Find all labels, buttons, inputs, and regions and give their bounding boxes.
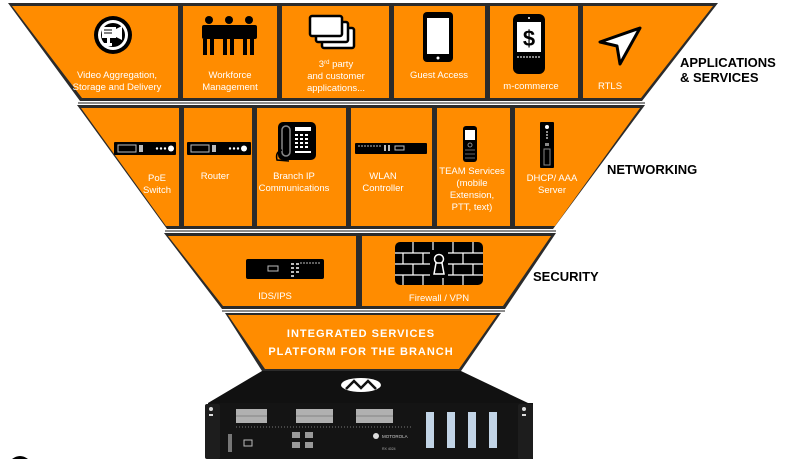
tile-label: Workforce: [208, 70, 251, 81]
platform-label: PLATFORM FOR THE BRANCH: [268, 346, 453, 358]
tile-label: RTLS: [598, 81, 622, 92]
tile-label: PTT, text): [452, 202, 493, 213]
appliance-model-text: RX 4024: [382, 447, 396, 451]
server-tower-icon: [540, 122, 554, 168]
networking-layer-title: NETWORKING: [607, 162, 697, 177]
partial-icon-edge: [12, 456, 28, 459]
tile-label: 3rd party: [319, 59, 354, 70]
motorola-logo-icon: [341, 378, 381, 392]
applications-layer-subtitle: & SERVICES: [680, 70, 759, 85]
tile-label: DHCP/ AAA: [527, 173, 578, 184]
tile-label: Firewall / VPN: [409, 293, 469, 304]
tile-label: Storage and Delivery: [73, 82, 162, 93]
people-group-icon: [202, 16, 257, 55]
switch-device-icon: [114, 142, 176, 155]
tile-label: Extension,: [450, 190, 494, 201]
tile-label: applications...: [307, 83, 365, 94]
ids-appliance-icon: [246, 259, 324, 279]
tablet-icon: [423, 12, 453, 62]
tile-label: Guest Access: [410, 70, 468, 81]
tile-label: and customer: [307, 71, 365, 82]
tile-label: IDS/IPS: [258, 291, 292, 302]
networking-layer: PoE Switch Router Branch IP Communicatio…: [77, 105, 697, 229]
tile-label: Controller: [362, 183, 403, 194]
tile-label: Server: [538, 185, 566, 196]
mobile-phone-icon: [463, 126, 477, 162]
ip-phone-icon: [275, 122, 316, 162]
router-device-icon: [187, 142, 251, 155]
tile-router[interactable]: [184, 108, 252, 226]
tile-label: Switch: [143, 185, 171, 196]
tile-label: Communications: [259, 183, 330, 194]
security-layer: IDS/IPS Firewall / VPN SECURITY: [164, 233, 599, 309]
applications-layer: $ Video Aggregation, Storage and Deliver…: [8, 3, 776, 101]
tile-video-aggregation[interactable]: [12, 6, 178, 98]
tile-label: Router: [201, 171, 230, 182]
tile-label: Management: [202, 82, 258, 93]
applications-layer-title: APPLICATIONS: [680, 55, 776, 70]
svg-text:$: $: [523, 26, 535, 51]
tile-label: (mobile: [456, 178, 487, 189]
tile-label: m-commerce: [503, 81, 558, 92]
mobile-dollar-icon: $: [513, 14, 545, 74]
firewall-lock-icon: [395, 242, 483, 285]
appliance-brand-text: MOTOROLA: [382, 434, 408, 439]
video-camera-icon: [94, 16, 132, 54]
platform-label: INTEGRATED SERVICES: [287, 328, 435, 340]
security-layer-title: SECURITY: [533, 269, 599, 284]
stacked-windows-icon: [308, 14, 356, 50]
tile-label: Branch IP: [273, 171, 315, 182]
tile-label: Video Aggregation,: [77, 70, 157, 81]
tile-label: WLAN: [369, 171, 397, 182]
tile-label: PoE: [148, 173, 166, 184]
tile-rtls[interactable]: [583, 6, 713, 98]
tile-poe-switch[interactable]: [81, 108, 179, 226]
rack-appliance-icon[interactable]: MOTOROLA RX 4024: [205, 371, 533, 459]
tile-integrated-services-platform[interactable]: [228, 315, 497, 369]
wlan-controller-icon: [355, 143, 427, 154]
tile-wlan-controller[interactable]: [351, 108, 432, 226]
platform-layer: INTEGRATED SERVICES PLATFORM FOR THE BRA…: [225, 313, 501, 371]
tile-label: TEAM Services: [439, 166, 505, 177]
location-arrow-icon: [598, 26, 642, 66]
